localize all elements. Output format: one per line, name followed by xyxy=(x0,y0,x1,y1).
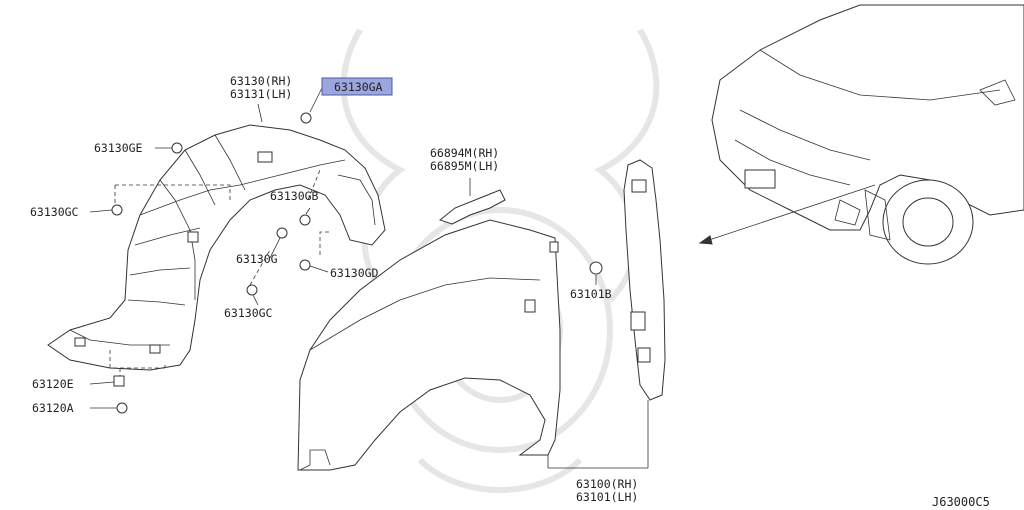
label-63130g: 63130G xyxy=(236,252,278,266)
label-66894m-rh: 66894M(RH) xyxy=(430,146,499,160)
bolt-b-icon xyxy=(589,261,603,275)
label-63120e: 63120E xyxy=(32,377,74,391)
label-63130gd: 63130GD xyxy=(330,266,379,280)
front-fender-panel xyxy=(297,219,561,471)
label-63130-rh: 63130(RH) xyxy=(230,74,292,88)
vehicle-sketch xyxy=(698,4,1024,265)
label-63130gc-left: 63130GC xyxy=(30,205,79,219)
clip-gc-bottom-icon xyxy=(246,284,258,296)
label-63130ge: 63130GE xyxy=(94,141,143,155)
labels: 63130(RH) 63131(LH) 63130GA 63130GE 6313… xyxy=(30,74,990,509)
clip-gb-icon xyxy=(299,214,311,226)
label-63130gc-bottom: 63130GC xyxy=(224,306,273,320)
label-66895m-lh: 66895M(LH) xyxy=(430,159,499,173)
label-leaders xyxy=(89,87,597,409)
label-63131-lh: 63131(LH) xyxy=(230,87,292,101)
clip-ge-icon xyxy=(171,142,183,154)
screw-a-icon xyxy=(116,402,128,414)
inner-fender-liner xyxy=(47,124,386,371)
clip-gd-icon xyxy=(299,259,311,271)
fender-seal xyxy=(438,189,506,225)
label-63130ga[interactable]: 63130GA xyxy=(334,80,383,94)
fastener-glyphs xyxy=(111,112,603,414)
clip-ga-icon xyxy=(300,112,312,124)
highlight-box xyxy=(321,77,393,96)
liner-leaders xyxy=(109,169,330,380)
label-63130gb: 63130GB xyxy=(270,189,319,203)
diagram-code: J63000C5 xyxy=(932,495,990,509)
label-63120a: 63120A xyxy=(32,401,74,415)
label-63101b: 63101B xyxy=(570,287,612,301)
clip-g-icon xyxy=(276,227,288,239)
label-63100-rh: 63100(RH) xyxy=(576,477,638,491)
fender-bracket xyxy=(547,159,666,469)
label-63101-lh: 63101(LH) xyxy=(576,490,638,504)
clip-gc-icon xyxy=(111,204,123,216)
screw-e-icon xyxy=(113,375,125,387)
